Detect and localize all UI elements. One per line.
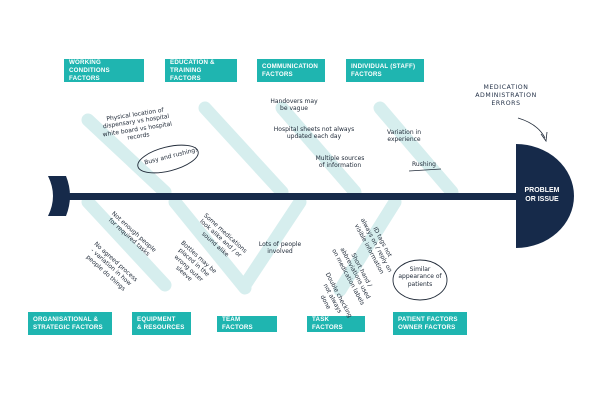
similar-appearance-circle xyxy=(392,259,448,301)
note-rushing: Rushing xyxy=(412,161,436,168)
rib-education-training xyxy=(198,101,289,199)
rib-organisational xyxy=(81,195,172,292)
note-multiple-sources: Multiple sources of information xyxy=(315,155,365,170)
head-arrow-tip xyxy=(540,131,548,143)
category-organisational-strategic: ORGANISATIONAL & STRATEGIC FACTORS xyxy=(28,312,112,335)
note-hospital-sheets: Hospital sheets not always updated each … xyxy=(273,126,355,141)
rushing-underline xyxy=(408,168,442,172)
problem-label: PROBLEM OR ISSUE xyxy=(524,187,560,203)
rib-individual-staff xyxy=(373,101,459,199)
fish-tail xyxy=(48,176,70,216)
rib-equipment xyxy=(168,195,252,295)
rib-communication xyxy=(275,101,362,199)
note-lots-of-people: Lots of people involved xyxy=(258,241,302,256)
category-task: TASK FACTORS xyxy=(307,316,365,332)
head-arrow xyxy=(517,117,546,139)
category-communication: COMMUNICATION FACTORS xyxy=(257,59,325,82)
note-similar-appearance: Similar appearance of patients xyxy=(398,266,442,288)
category-education-training: EDUCATION & TRAINING FACTORS xyxy=(165,59,237,82)
category-individual-staff: INDIVIDUAL (STAFF) FACTORS xyxy=(346,59,424,82)
note-handovers-vague: Handovers may be vague xyxy=(270,98,318,113)
rib-working-conditions xyxy=(81,113,172,199)
rib-team xyxy=(238,195,307,292)
rib-task xyxy=(333,195,402,297)
category-equipment-resources: EQUIPMENT & RESOURCES xyxy=(132,312,191,335)
fish-spine xyxy=(62,193,520,200)
note-variation-experience: Variation in experience xyxy=(387,129,421,144)
fish-head xyxy=(516,144,574,248)
category-team: TEAM FACTORS xyxy=(217,316,277,332)
category-patient-owner: PATIENT FACTORS OWNER FACTORS xyxy=(393,312,467,335)
busy-rushing-circle xyxy=(137,144,199,174)
medication-errors-label: MEDICATION ADMINISTRATION ERRORS xyxy=(475,84,537,107)
category-working-conditions: WORKING CONDITIONS FACTORS xyxy=(64,59,144,82)
